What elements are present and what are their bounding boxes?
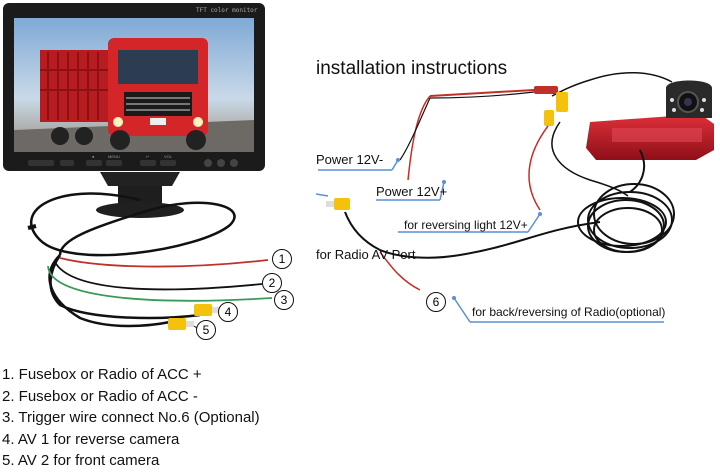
rca-connector-av2 xyxy=(168,318,194,330)
leader-dot xyxy=(396,158,400,162)
callout-4: 4 xyxy=(218,302,238,322)
power-black-lead xyxy=(399,97,431,161)
camera-main-cable xyxy=(344,211,601,259)
camera-cable-coil xyxy=(577,183,675,253)
label-reversing-light: for reversing light 12V+ xyxy=(404,218,528,232)
leader-dot xyxy=(538,212,542,216)
monitor-button-label: VOL xyxy=(164,154,173,159)
label-radio-av-port: for Radio AV Port xyxy=(316,247,416,262)
camera-power-black-wire xyxy=(429,91,535,99)
legend-item: 4. AV 1 for reverse camera xyxy=(2,430,180,448)
camera-cable-to-coil xyxy=(629,149,646,193)
monitor-button-label: MENU xyxy=(108,154,120,159)
callout-3: 3 xyxy=(274,290,294,310)
legend-item: 1. Fusebox or Radio of ACC + xyxy=(2,366,202,383)
reversing-red-wire xyxy=(528,125,549,211)
diagram-title: installation instructions xyxy=(316,58,508,79)
callout-1: 1 xyxy=(272,249,292,269)
monitor-button-label: ● xyxy=(92,154,95,159)
monitor: TFT color monitor ● MENU ↵ VOL xyxy=(3,3,265,218)
monitor-volume-button[interactable] xyxy=(160,160,176,166)
monitor-green-wire-3 xyxy=(47,265,273,302)
monitor-button-row: ● MENU ↵ VOL xyxy=(28,154,238,167)
legend-item: 2. Fusebox or Radio of ACC - xyxy=(2,387,198,405)
callout-2: 2 xyxy=(262,273,282,293)
rca-connector-camera xyxy=(544,92,568,126)
monitor-power-button[interactable] xyxy=(60,160,74,166)
camera-red-connector xyxy=(534,86,558,94)
monitor-menu-button[interactable] xyxy=(86,160,102,166)
truck-image xyxy=(40,38,208,150)
rca-connector-radio xyxy=(326,198,350,210)
legend-list: 1. Fusebox or Radio of ACC + 2. Fusebox … xyxy=(2,364,260,472)
camera-cable-top xyxy=(551,121,629,197)
rca-connector-av1 xyxy=(194,304,220,316)
monitor-button-label: ↵ xyxy=(146,154,149,159)
label-power-12v-positive: Power 12V+ xyxy=(376,184,448,199)
callout-5: 5 xyxy=(196,320,216,340)
label-power-12v-negative: Power 12V- xyxy=(316,152,384,167)
callout-6: 6 xyxy=(426,292,446,312)
legend-item: 3. Trigger wire connect No.6 (Optional) xyxy=(2,409,260,426)
monitor-stand xyxy=(100,172,180,186)
label-back-reversing-radio: for back/reversing of Radio(optional) xyxy=(472,305,666,319)
monitor-brand-text: TFT color monitor xyxy=(196,7,258,14)
trigger-red-wire-6 xyxy=(379,251,421,291)
monitor-cable-bundle xyxy=(27,192,236,328)
brake-light-camera xyxy=(586,80,714,160)
leader-lines xyxy=(315,159,664,323)
monitor-mode-button[interactable] xyxy=(106,160,122,166)
monitor-red-wire-1 xyxy=(59,257,269,268)
camera-top-black-wire xyxy=(551,72,673,97)
legend-item: 5. AV 2 for front camera xyxy=(2,452,160,469)
camera-power-red-wire xyxy=(429,89,535,97)
monitor-black-wire-2 xyxy=(54,261,263,291)
leader-dot xyxy=(442,180,446,184)
monitor-enter-button[interactable] xyxy=(140,160,156,166)
leader-dot xyxy=(452,296,456,300)
